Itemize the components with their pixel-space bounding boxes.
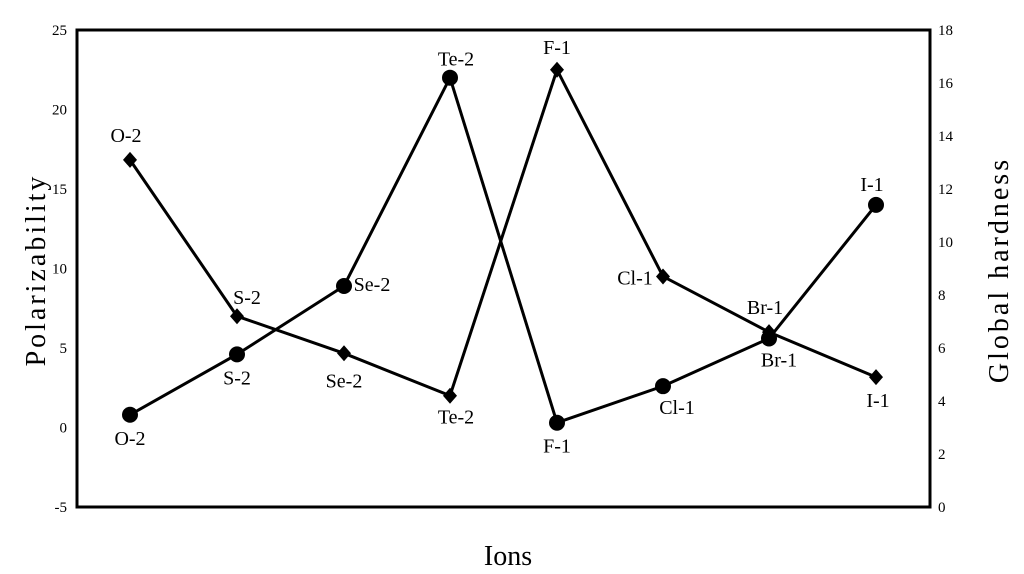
point-label: S-2 [233,287,261,309]
y-right-tick-label: 0 [938,500,946,516]
x-axis-label: Ions [484,541,532,572]
circle-marker [336,277,352,294]
diamond-marker [869,369,883,386]
point-label: F-1 [543,436,571,458]
point-label: O-2 [114,428,145,450]
point-label: Cl-1 [659,397,695,419]
point-label: Br-1 [747,297,783,319]
point-label: Cl-1 [617,267,653,289]
y-left-tick-label: 25 [52,23,67,39]
point-label: F-1 [543,37,571,59]
series-group: O-2S-2Se-2Te-2F-1Cl-1Br-1I-1O-2S-2Se-2Te… [110,37,889,458]
point-label: Te-2 [438,49,474,71]
y-left-tick-label: 0 [60,421,68,437]
circle-marker [655,378,671,395]
circle-marker [549,414,565,431]
series-line-1 [129,73,878,425]
diamond-marker [762,324,776,341]
y-right-tick-label: 6 [938,341,946,357]
y-right-tick-label: 14 [938,129,954,145]
point-label: Te-2 [438,407,474,429]
diamond-marker [550,61,564,78]
y-left-tick-label: 5 [60,341,68,357]
point-label: I-1 [860,174,883,196]
circle-marker [122,406,138,423]
point-label: Se-2 [326,370,363,392]
diamond-marker [656,268,670,285]
y-left-tick-label: -5 [55,500,68,516]
y-right-tick-label: 2 [938,447,946,463]
diamond-marker [123,151,137,168]
y-left-tick-label: 20 [52,103,67,119]
series-line-2 [128,65,877,398]
y-left-tick-label: 15 [52,182,67,198]
y-left-tick-label: 10 [52,262,67,278]
plot-frame [75,28,932,509]
circle-marker [229,346,245,363]
circle-marker [442,69,458,86]
point-label: I-1 [866,390,889,412]
diamond-marker [443,387,457,404]
y-axis-right-label: Global hardness [984,157,1015,383]
y-axis-left-label: Polarizability [21,174,52,367]
point-label: O-2 [110,125,141,147]
diamond-marker [337,345,351,362]
left-axis-ticks: -5 0 5 10 15 20 25 [52,23,67,516]
y-right-tick-label: 18 [938,23,953,39]
diamond-marker [230,308,244,325]
y-right-tick-label: 8 [938,288,946,304]
y-right-tick-label: 12 [938,182,953,198]
y-right-tick-label: 4 [938,394,946,410]
right-axis-ticks: 0 2 4 6 8 10 12 14 16 18 [938,23,954,516]
point-label: Se-2 [354,274,391,296]
point-label: Br-1 [761,349,797,371]
y-right-tick-label: 10 [938,235,953,251]
point-label: S-2 [223,367,251,389]
y-right-tick-label: 16 [938,76,954,92]
circle-marker [868,196,884,213]
